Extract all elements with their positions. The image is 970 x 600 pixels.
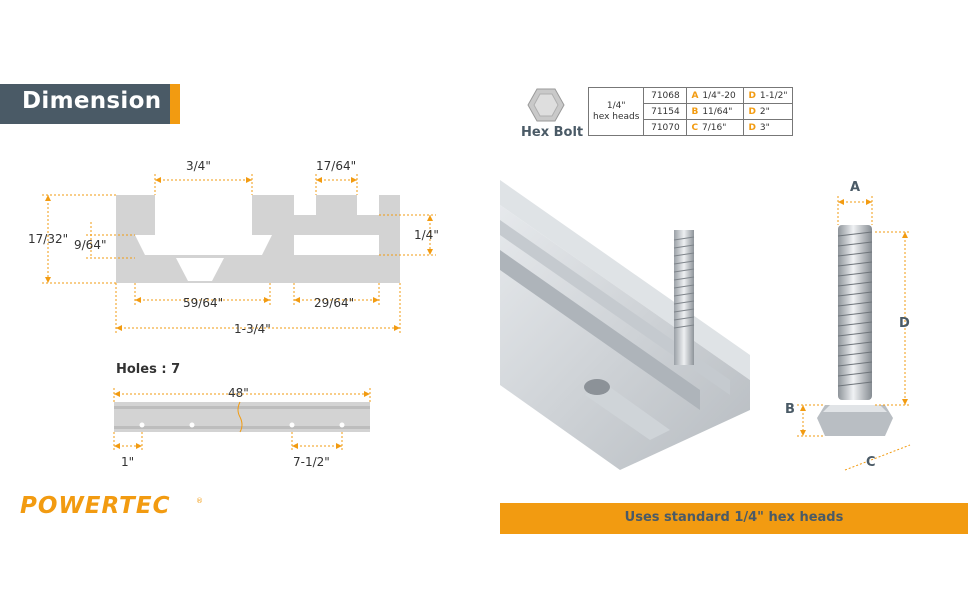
hex-heads-banner-text: Uses standard 1/4" hex heads xyxy=(624,510,844,525)
hex-bolt-label: Hex Bolt xyxy=(521,125,584,140)
dimension-title: Dimension xyxy=(22,88,162,114)
dimension-banner xyxy=(0,84,170,124)
countersink xyxy=(176,258,224,281)
dimension-banner-accent xyxy=(170,84,180,124)
bolt-label-b: B xyxy=(785,402,795,417)
bolt-label-a: A xyxy=(850,180,861,195)
rail-end-offset: 1" xyxy=(121,455,135,469)
bolt-label-c: C xyxy=(866,455,876,470)
dim-height: 17/32" xyxy=(28,232,69,246)
dim-width: 1-3/4" xyxy=(234,322,271,336)
profile-diagram xyxy=(42,174,436,334)
dim-top-lip: 17/64" xyxy=(316,159,357,173)
registered-mark: ® xyxy=(196,497,203,505)
profile-right-lip xyxy=(294,195,379,235)
spec-length: 1-1/2" xyxy=(759,90,788,101)
powertec-logo: POWERTEC xyxy=(20,493,171,519)
hex-bolt-icon xyxy=(527,88,565,122)
spec-code: 71070 xyxy=(643,119,688,136)
rail-diagram xyxy=(113,388,371,452)
hex-heads-banner xyxy=(500,503,968,534)
head-type-cell: 1/4" hex heads xyxy=(587,87,645,136)
spec-code: 71154 xyxy=(643,103,688,120)
spec-size: 7/16" xyxy=(702,122,727,133)
holes-label: Holes : 7 xyxy=(116,362,181,377)
rail-spacing: 7-1/2" xyxy=(293,455,330,469)
dim-right-slot-bottom: 29/64" xyxy=(314,296,355,310)
rail-length: 48" xyxy=(228,386,249,400)
spec-length: 3" xyxy=(759,122,770,133)
bolt-dimension-diagram xyxy=(797,196,911,471)
dim-slot-bottom: 59/64" xyxy=(183,296,224,310)
dim-right-height: 1/4" xyxy=(414,228,439,242)
spec-size: 1/4"-20 xyxy=(702,90,736,101)
dim-top-slot: 3/4" xyxy=(186,159,211,173)
spec-size: 11/64" xyxy=(702,106,733,117)
dim-lip: 9/64" xyxy=(74,238,107,252)
track-bolt-illustration xyxy=(500,180,750,470)
bolt-label-d: D xyxy=(899,316,910,331)
spec-code: 71068 xyxy=(643,87,688,104)
spec-length: 2" xyxy=(759,106,770,117)
